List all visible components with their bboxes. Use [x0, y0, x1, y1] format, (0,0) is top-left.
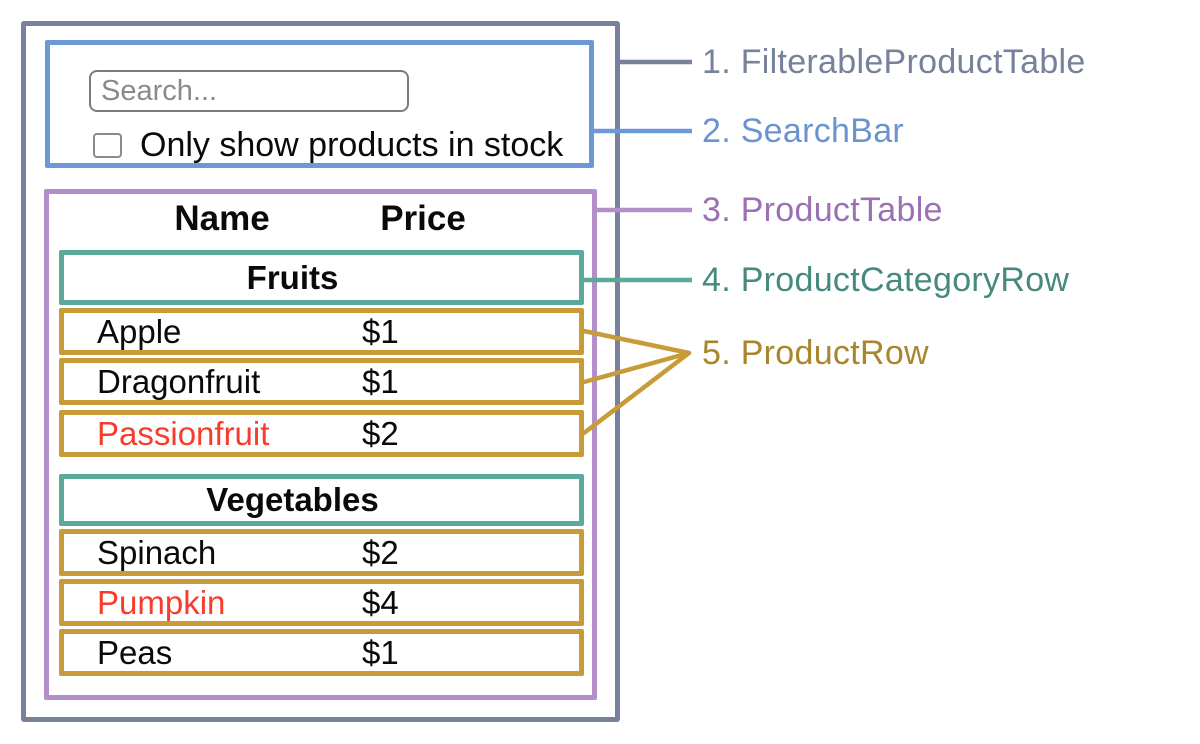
- product-price: $1: [362, 362, 399, 400]
- in-stock-checkbox-label: Only show products in stock: [140, 126, 564, 164]
- in-stock-checkbox[interactable]: [93, 133, 122, 158]
- category-label: Fruits: [246, 258, 339, 296]
- legend-product-category-row: 4. ProductCategoryRow: [702, 261, 1070, 299]
- legend-product-row: 5. ProductRow: [702, 334, 929, 372]
- product-price: $4: [362, 583, 399, 621]
- legend-filterable-product-table: 1. FilterableProductTable: [702, 43, 1086, 81]
- product-name: Passionfruit: [97, 414, 270, 452]
- product-price: $2: [362, 533, 399, 571]
- product-row-apple: Apple $1: [59, 308, 584, 355]
- column-header-name: Name: [174, 199, 270, 238]
- product-row-spinach: Spinach $2: [59, 529, 584, 576]
- product-price: $1: [362, 312, 399, 350]
- legend-search-bar: 2. SearchBar: [702, 112, 905, 150]
- product-price: $1: [362, 633, 399, 671]
- product-name: Spinach: [97, 533, 217, 571]
- product-name: Peas: [97, 633, 173, 671]
- product-name: Pumpkin: [97, 583, 226, 621]
- column-header-price: Price: [380, 199, 466, 238]
- product-row-dragonfruit: Dragonfruit $1: [59, 358, 584, 405]
- legend-product-table: 3. ProductTable: [702, 191, 943, 229]
- product-row-passionfruit: Passionfruit $2: [59, 410, 584, 457]
- category-row-vegetables: Vegetables: [59, 474, 584, 526]
- product-row-peas: Peas $1: [59, 629, 584, 676]
- product-price: $2: [362, 414, 399, 452]
- product-name: Dragonfruit: [97, 362, 261, 400]
- category-label: Vegetables: [206, 481, 379, 518]
- search-input[interactable]: [89, 70, 409, 112]
- product-name: Apple: [97, 312, 182, 350]
- product-row-pumpkin: Pumpkin $4: [59, 579, 584, 626]
- category-row-fruits: Fruits: [59, 250, 584, 305]
